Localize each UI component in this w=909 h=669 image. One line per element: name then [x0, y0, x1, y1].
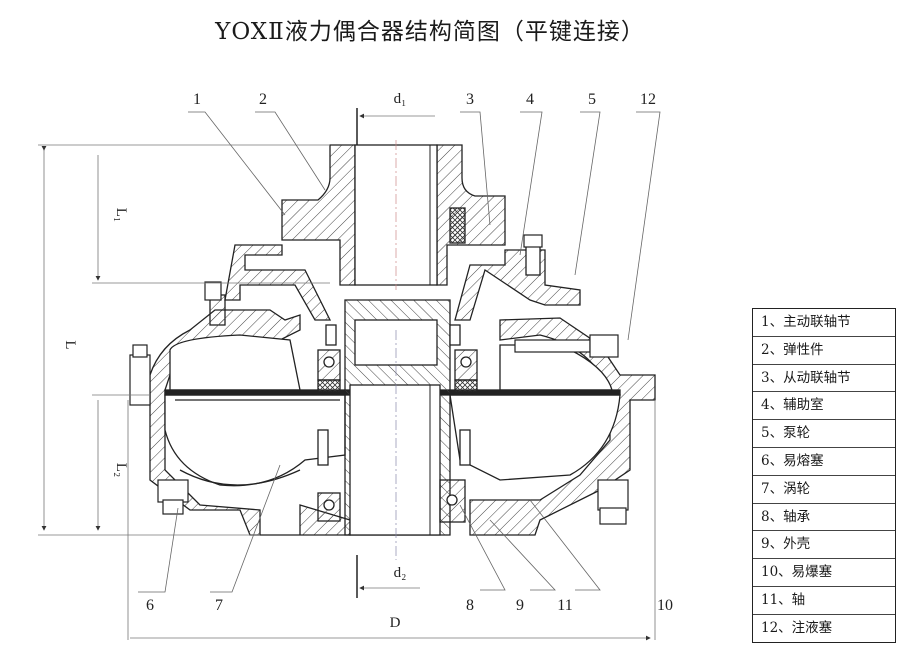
dim-L2: L₂ — [113, 463, 129, 477]
parts-legend: 1、主动联轴节 2、弹性件 3、从动联轴节 4、辅助室 5、泵轮 6、易熔塞 7… — [752, 308, 896, 643]
callout-6: 6 — [146, 597, 154, 614]
callout-9: 9 — [516, 597, 524, 614]
callout-11: 11 — [557, 597, 572, 614]
dimension-lines — [38, 108, 656, 641]
legend-item: 12、注液塞 — [761, 619, 833, 636]
dim-L: L — [62, 340, 78, 349]
dim-L1: L₁ — [113, 208, 129, 222]
callout-1: 1 — [193, 91, 201, 108]
legend-item: 7、涡轮 — [753, 476, 895, 504]
legend-item: 6、易熔塞 — [753, 448, 895, 476]
callout-2: 2 — [259, 91, 267, 108]
callout-3: 3 — [466, 91, 474, 108]
callout-8: 8 — [466, 597, 474, 614]
callout-5: 5 — [588, 91, 596, 108]
shell-and-wheels — [149, 299, 656, 560]
legend-item: 5、泵轮 — [753, 420, 895, 448]
dim-d1: d₁ — [394, 91, 407, 107]
legend-item: 4、辅助室 — [753, 392, 895, 421]
legend-item: 8、轴承 — [753, 504, 895, 532]
driving-coupling — [281, 140, 506, 290]
auxiliary-chamber — [209, 244, 581, 326]
legend-item: 2、弹性件 — [753, 337, 895, 365]
callout-7: 7 — [215, 597, 223, 614]
diagram-title: YOXⅡ液力偶合器结构简图（平键连接） — [215, 19, 645, 45]
legend-item: 1、主动联轴节 — [753, 309, 895, 337]
callout-10: 10 — [657, 597, 673, 614]
legend-item: 3、从动联轴节 — [753, 365, 895, 393]
legend-item: 10、易爆塞 — [753, 559, 895, 587]
leader-lines — [138, 111, 661, 593]
bolts — [129, 234, 629, 525]
legend-item: 9、外壳 — [753, 531, 895, 560]
dim-D: D — [390, 615, 401, 631]
callout-12: 12 — [640, 91, 656, 108]
legend-item: 11、轴 — [753, 587, 895, 615]
dim-d2: d₂ — [394, 565, 407, 581]
callout-4: 4 — [526, 91, 534, 108]
